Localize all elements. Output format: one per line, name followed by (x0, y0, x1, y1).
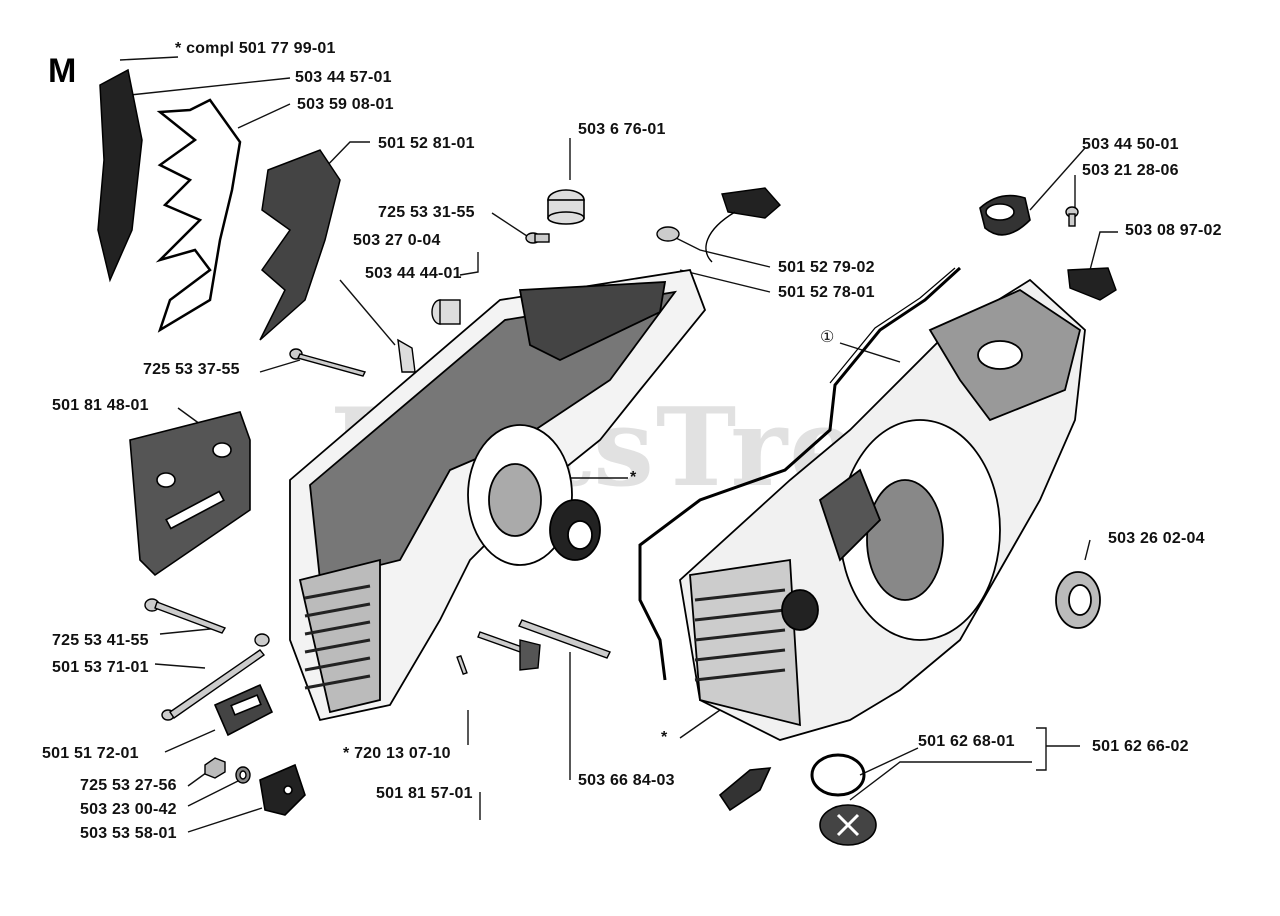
section-letter: M (48, 52, 77, 90)
leader-line (1089, 231, 1118, 271)
small-screw-right (1065, 206, 1079, 227)
tension-block (213, 683, 274, 737)
washer (235, 766, 251, 784)
part-label: 725 53 37-55 (143, 361, 240, 378)
leader-line (679, 709, 721, 739)
leader-line (1084, 539, 1091, 561)
buffer (397, 338, 416, 373)
part-label: 503 26 02-04 (1108, 530, 1205, 547)
o-ring (810, 753, 866, 797)
part-label: 501 81 57-01 (376, 785, 473, 802)
part-label: 503 27 0-04 (353, 232, 441, 249)
leader-line (119, 56, 179, 61)
sleeve (431, 299, 461, 325)
seal-ring (1055, 571, 1101, 629)
part-label: 503 44 57-01 (295, 69, 392, 86)
leader-line (839, 342, 901, 363)
part-label: 503 23 00-42 (80, 801, 177, 818)
guide-plate (129, 411, 251, 577)
tank-cap (819, 804, 877, 846)
leader-line (237, 103, 291, 129)
nut (204, 757, 226, 779)
leader-line (259, 359, 301, 373)
oil-cap-right (979, 194, 1031, 236)
part-label: 501 53 71-01 (52, 659, 149, 676)
part-label-asterisk: * (661, 729, 668, 746)
part-label: 503 44 50-01 (1082, 136, 1179, 153)
bolt-long (144, 598, 227, 634)
part-label: 501 51 72-01 (42, 745, 139, 762)
leader-line (187, 779, 241, 807)
rear-spike-plate (259, 149, 341, 341)
part-label: 501 62 68-01 (918, 733, 1015, 750)
leader-line (1029, 147, 1086, 211)
crankcase-right (679, 278, 1086, 741)
part-label: 725 53 31-55 (378, 204, 475, 221)
part-label: 503 21 28-06 (1082, 162, 1179, 179)
part-label: 501 52 81-01 (378, 135, 475, 152)
leader-line (129, 77, 291, 96)
bracket (1036, 727, 1047, 771)
leader-line (849, 761, 1032, 801)
pin (456, 654, 468, 676)
leader-line (459, 252, 479, 276)
clip-right (1067, 267, 1117, 301)
leader-line (859, 747, 919, 776)
part-label: 503 6 76-01 (578, 121, 666, 138)
part-label-compl: * compl 501 77 99-01 (175, 40, 336, 57)
bracket-part (705, 187, 781, 263)
adjust-screw (161, 633, 270, 721)
part-label: 501 52 78-01 (778, 284, 875, 301)
part-label-asterisk: * (630, 469, 637, 486)
gasket (638, 266, 962, 681)
leader-line (491, 212, 531, 239)
part-label: 501 62 66-02 (1092, 738, 1189, 755)
part-label: 503 59 08-01 (297, 96, 394, 113)
small-grommet (656, 226, 680, 242)
part-label: 501 52 79-02 (778, 259, 875, 276)
part-label: 503 44 44-01 (365, 265, 462, 282)
screw (525, 232, 550, 244)
part-label: 501 81 48-01 (52, 397, 149, 414)
chain-tensioner (477, 631, 541, 671)
leader-line (339, 279, 396, 346)
part-label: 503 08 97-02 (1125, 222, 1222, 239)
part-label: 503 66 84-03 (578, 772, 675, 789)
leader-line (669, 234, 771, 268)
chain-catcher (259, 763, 306, 816)
spike-bumper (155, 98, 242, 333)
part-label: 725 53 41-55 (52, 632, 149, 649)
crankcase-left (289, 268, 707, 722)
rubber-grommet (547, 189, 585, 225)
leader-line (679, 269, 771, 293)
leader-line (154, 663, 206, 669)
cap-lever (718, 767, 772, 812)
part-label: * 720 13 07-10 (343, 745, 451, 762)
part-label-circled-1: ① (820, 329, 835, 346)
part-label: 503 53 58-01 (80, 825, 177, 842)
leader-line (164, 729, 216, 753)
stud-bolt (518, 619, 611, 659)
long-bolt (289, 348, 367, 377)
leader-line (187, 807, 263, 833)
front-guard-plate (97, 68, 143, 283)
part-label: 725 53 27-56 (80, 777, 177, 794)
